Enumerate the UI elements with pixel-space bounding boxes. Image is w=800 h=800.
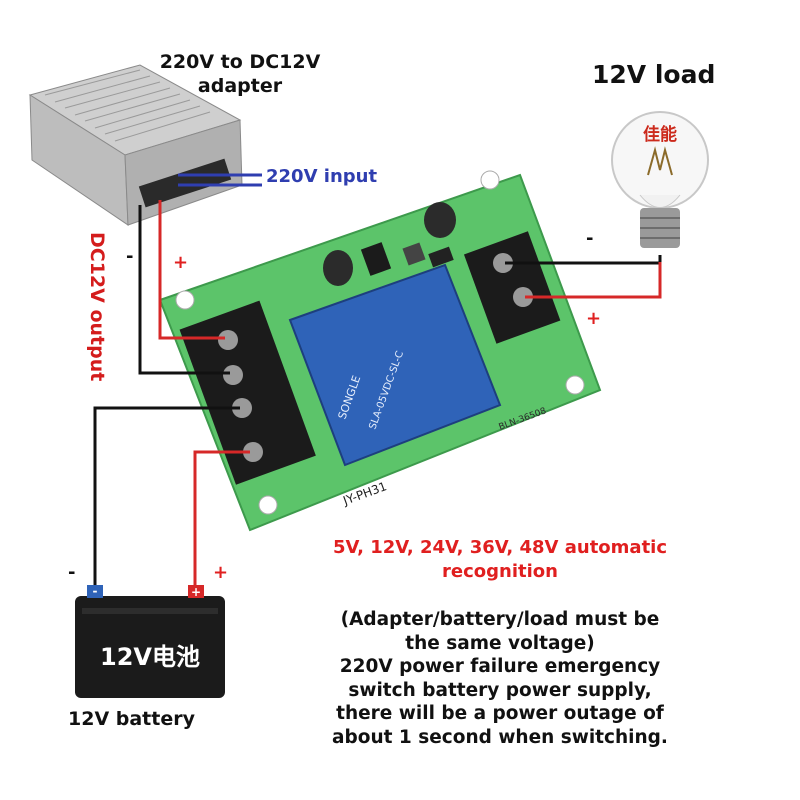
adapter-title: 220V to DC12V adapter (130, 50, 350, 98)
battery: - + 12V电池 (75, 584, 225, 698)
ac-input-lines (178, 173, 262, 187)
battery-minus-sign: - (68, 562, 76, 583)
left-terminal-block (179, 300, 316, 485)
adapter-plus-sign: + (173, 252, 189, 273)
auto-recognition-note: 5V, 12V, 24V, 36V, 48V automatic recogni… (270, 536, 730, 584)
wires (93, 200, 662, 590)
load-title: 12V load (592, 60, 716, 89)
adapter-title-line2: adapter (197, 75, 283, 97)
note-line2: the same voltage) (405, 632, 595, 654)
adapter-minus-sign: - (126, 246, 134, 267)
load-minus-sign: - (586, 228, 594, 249)
auto-note-line2: recognition (442, 561, 558, 582)
note-line4: switch battery power supply, (348, 679, 652, 701)
usage-note: (Adapter/battery/load must be the same v… (285, 608, 715, 749)
note-line1: (Adapter/battery/load must be (340, 609, 660, 630)
battery-body-label: 12V电池 (100, 643, 200, 671)
note-line6: about 1 second when switching. (332, 726, 668, 748)
input-label: 220V input (266, 166, 378, 187)
battery-plus-sign: + (213, 562, 229, 583)
battery-label: 12V battery (68, 708, 195, 730)
light-bulb: 佳能 (611, 111, 709, 248)
battery-neg-mark: - (93, 584, 98, 598)
note-line3: 220V power failure emergency (339, 656, 661, 677)
dc-output-label: DC12V output (86, 232, 108, 382)
right-terminal-block (463, 231, 561, 344)
auto-note-line1: 5V, 12V, 24V, 36V, 48V automatic (332, 537, 668, 558)
adapter-title-line1: 220V to DC12V (159, 51, 321, 73)
relay: SONGLE SLA-05VDC-SL-C (288, 263, 502, 467)
bulb-label: 佳能 (643, 124, 677, 145)
note-line5: there will be a power outage of (336, 703, 664, 724)
load-plus-sign: + (586, 308, 602, 329)
battery-pos-mark: + (191, 585, 201, 599)
power-adapter (28, 64, 243, 226)
